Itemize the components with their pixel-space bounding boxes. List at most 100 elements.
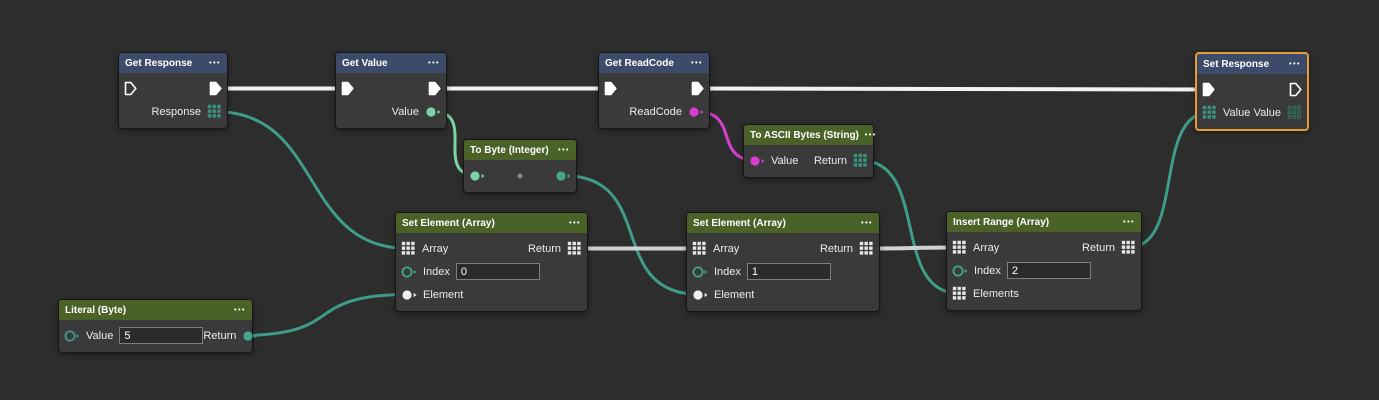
sr.exec_in-pin[interactable]: [1202, 82, 1215, 97]
pin-label: Array: [973, 241, 1000, 254]
node-header[interactable]: Get Value•••: [336, 53, 446, 73]
pin-label: Array: [713, 242, 740, 255]
node-header[interactable]: Get ReadCode•••: [599, 53, 709, 73]
node-row: Response: [119, 100, 227, 123]
ir.index-pin[interactable]: [952, 264, 968, 278]
lit.value-pin[interactable]: [64, 329, 80, 343]
pin-label: ReadCode: [629, 105, 682, 118]
ta.value-pin[interactable]: [749, 154, 765, 168]
node-to-ascii-bytes[interactable]: To ASCII Bytes (String) ••• Value Return: [743, 124, 875, 178]
node-title: To ASCII Bytes (String): [750, 129, 859, 141]
node-row: [464, 164, 576, 187]
node-row: [1197, 78, 1307, 101]
tb.out-pin[interactable]: [555, 169, 571, 183]
node-menu-icon[interactable]: •••: [861, 219, 873, 227]
node-row: Value Return: [744, 149, 873, 172]
node-header[interactable]: To ASCII Bytes (String) •••: [744, 125, 875, 145]
set-element-1-index-input[interactable]: [455, 263, 540, 280]
node-get-response[interactable]: Get Response••• Response: [118, 52, 228, 129]
se1.element-pin[interactable]: [401, 288, 417, 302]
se2.element-pin[interactable]: [692, 288, 708, 302]
node-set-element-1[interactable]: Set Element (Array) ••• ArrayReturnIndexEl…: [395, 212, 588, 312]
node-to-byte[interactable]: To Byte (Integer) •••: [463, 139, 577, 193]
wire-ir.return-to-sr.value_in: [1127, 111, 1211, 249]
gr.exec_in-pin[interactable]: [124, 81, 137, 96]
literal-byte-value-input[interactable]: [119, 327, 204, 344]
se1.index-pin[interactable]: [401, 265, 417, 279]
gr.response-pin[interactable]: [207, 104, 222, 119]
node-insert-range[interactable]: Insert Range (Array)••• Array ReturnIndexE…: [946, 211, 1142, 311]
node-title: Literal (Byte): [65, 304, 127, 316]
gr.exec_out-pin[interactable]: [209, 81, 222, 96]
grc.exec_in-pin[interactable]: [604, 81, 617, 96]
sr.value_out-pin[interactable]: [1287, 105, 1302, 120]
se2.return-pin[interactable]: [859, 241, 874, 256]
node-header[interactable]: Insert Range (Array)•••: [947, 212, 1141, 232]
pin-label: Return: [813, 154, 847, 167]
pin-label: Value: [86, 329, 114, 342]
wire-gr.response-to-se1.array: [213, 110, 410, 250]
node-get-value[interactable]: Get Value•••Value: [335, 52, 447, 129]
node-header[interactable]: To Byte (Integer) •••: [464, 140, 576, 160]
gv.exec_out-pin[interactable]: [428, 81, 441, 96]
pin-label: Value: [1253, 106, 1281, 119]
node-menu-icon[interactable]: •••: [864, 131, 877, 139]
node-title: Set Element (Array): [402, 217, 495, 229]
se2.array-pin[interactable]: [692, 241, 707, 256]
node-menu-icon[interactable]: •••: [691, 59, 703, 67]
node-title: To Byte (Integer): [470, 144, 549, 156]
ir.array-pin[interactable]: [952, 240, 967, 255]
pin-label: Value: [771, 154, 799, 167]
node-row: Element: [396, 283, 587, 306]
se1.return-pin[interactable]: [567, 241, 582, 256]
se1.array-pin[interactable]: [401, 241, 416, 256]
pin-label: Return: [527, 242, 561, 255]
node-literal-byte[interactable]: Literal (Byte) ••• Value Return: [58, 299, 258, 353]
node-menu-icon[interactable]: •••: [1123, 218, 1135, 226]
node-header[interactable]: Set Element (Array)•••: [687, 213, 879, 233]
node-row: ReadCode: [599, 100, 709, 123]
pin-label: Return: [819, 242, 853, 255]
pin-label: Index: [714, 265, 741, 278]
node-get-readcode[interactable]: Get ReadCode••• ReadCode: [598, 52, 710, 129]
wire-se2.return-to-ir.array: [864, 245, 962, 251]
insert-range-index-input[interactable]: [1006, 262, 1091, 279]
ir.elements-pin[interactable]: [952, 286, 967, 301]
sr.exec_out-pin[interactable]: [1289, 82, 1302, 97]
node-header[interactable]: Literal (Byte) •••: [59, 300, 252, 320]
node-menu-icon[interactable]: •••: [209, 59, 221, 67]
node-menu-icon[interactable]: •••: [1289, 60, 1301, 68]
pin-label: Value: [1223, 106, 1251, 119]
ir.return-pin[interactable]: [1121, 240, 1136, 255]
node-row: Index: [687, 260, 879, 283]
node-menu-icon[interactable]: •••: [569, 219, 581, 227]
node-header[interactable]: Get Response•••: [119, 53, 227, 73]
lit.return-pin[interactable]: [242, 329, 258, 343]
pin-label: Return: [203, 329, 237, 342]
node-menu-icon[interactable]: •••: [428, 59, 440, 67]
sr.value_in-pin[interactable]: [1202, 105, 1217, 120]
node-row: Array Return: [947, 236, 1141, 259]
node-header[interactable]: Set Element (Array) •••: [396, 213, 587, 233]
grc.exec_out-pin[interactable]: [691, 81, 704, 96]
ta.return-pin[interactable]: [853, 153, 868, 168]
set-element-2-index-input[interactable]: [746, 263, 831, 280]
gv.exec_in-pin[interactable]: [341, 81, 354, 96]
pin-label: Return: [1081, 241, 1115, 254]
node-row: Index: [947, 259, 1141, 282]
gv.value-pin[interactable]: [425, 105, 441, 119]
node-row: Index: [396, 260, 587, 283]
node-set-element-2[interactable]: Set Element (Array)•••ArrayReturnIndexEl…: [686, 212, 880, 312]
tb.in-pin[interactable]: [469, 169, 485, 183]
node-row: Elements: [947, 282, 1141, 305]
node-menu-icon[interactable]: •••: [558, 146, 570, 154]
grc.readcode-pin[interactable]: [688, 105, 704, 119]
node-header[interactable]: Set Response•••: [1197, 54, 1307, 74]
collapsed-pin-dot: [517, 173, 523, 178]
se2.index-pin[interactable]: [692, 265, 708, 279]
node-menu-icon[interactable]: •••: [234, 306, 246, 314]
